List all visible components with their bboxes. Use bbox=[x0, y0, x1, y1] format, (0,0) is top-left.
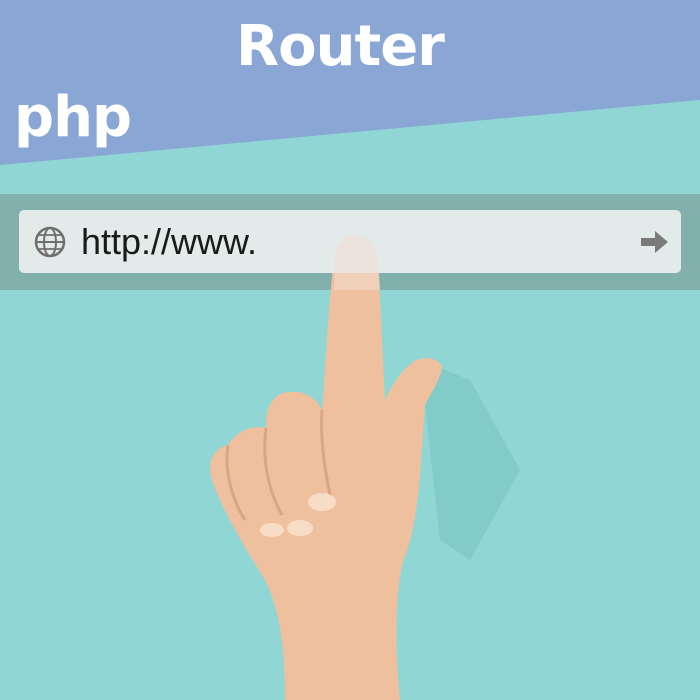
url-input[interactable]: http://www. bbox=[81, 221, 258, 262]
php-brand-label: php bbox=[14, 85, 132, 150]
page-title: Router bbox=[236, 14, 445, 79]
hand-illustration bbox=[210, 235, 442, 700]
hand-shadow bbox=[420, 360, 520, 560]
banner bbox=[0, 0, 700, 165]
arrow-right-icon[interactable] bbox=[639, 229, 669, 255]
address-bar[interactable]: http://www. bbox=[19, 210, 681, 273]
globe-icon bbox=[34, 226, 66, 258]
